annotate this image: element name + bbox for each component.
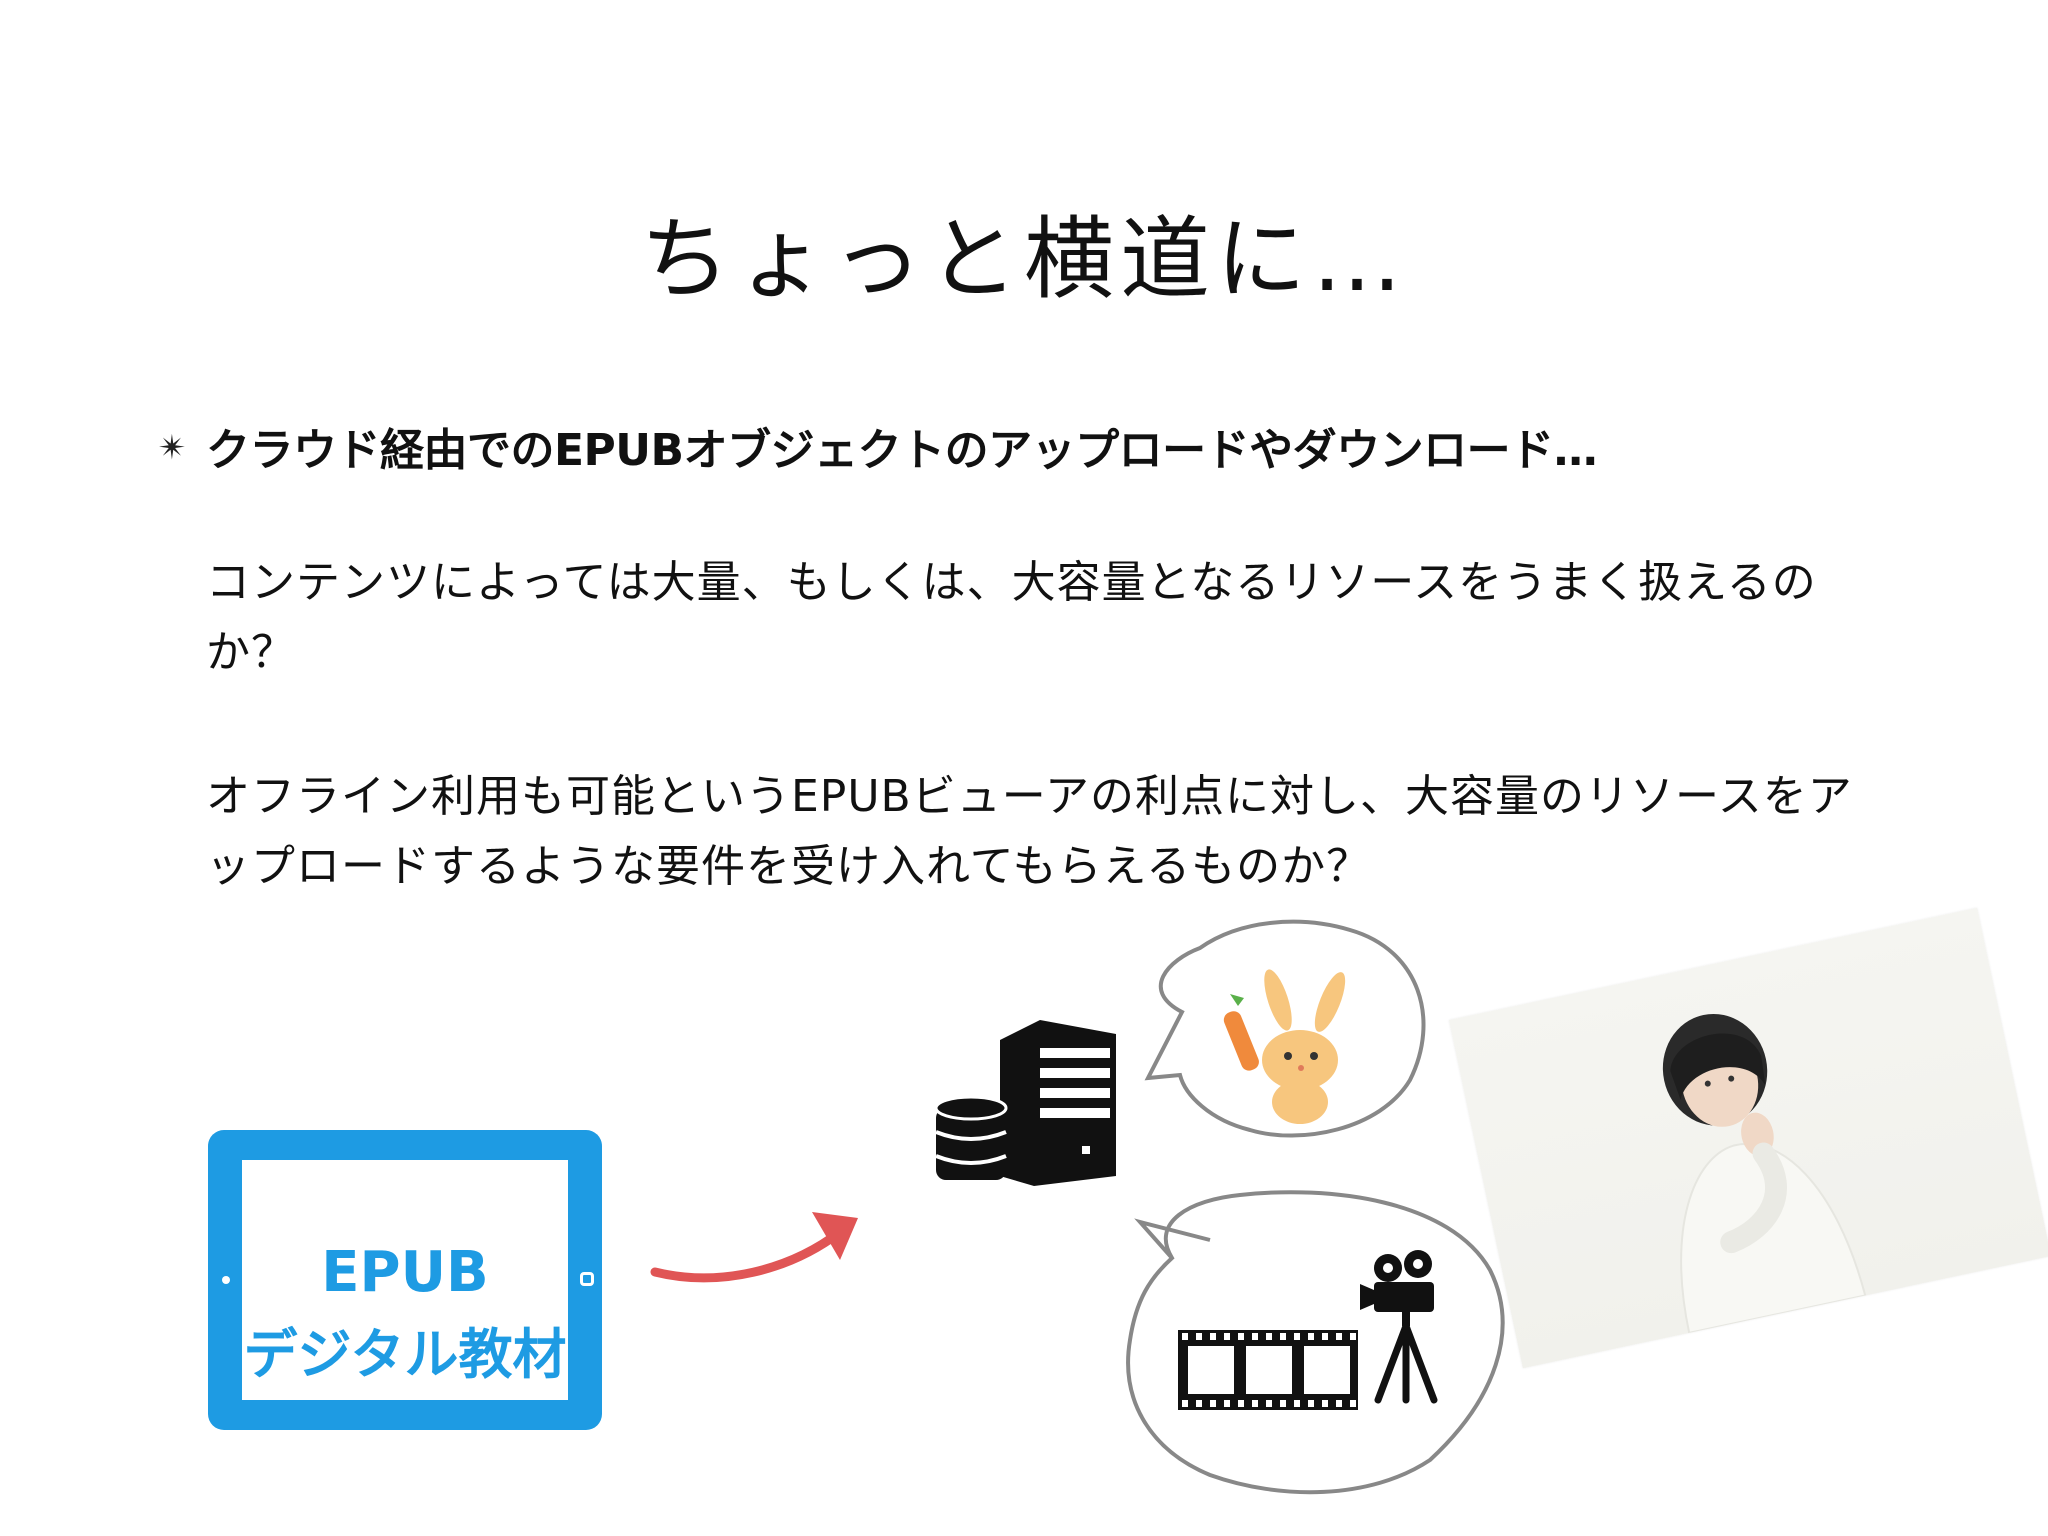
tablet-home-button-icon — [580, 1272, 594, 1286]
movie-camera-icon — [1360, 1250, 1438, 1404]
bullet-star-icon: ✴︎ — [158, 428, 187, 468]
tablet-label-epub: EPUB — [321, 1240, 489, 1305]
thinking-woman-photo — [1448, 907, 2048, 1369]
tablet-label-digital-material: デジタル教材 — [243, 1323, 567, 1386]
slide-title: ちょっと横道に… — [640, 207, 1408, 312]
paragraph-offline-question: オフライン利用も可能というEPUBビューアの利点に対し、大容量のリソースをアップ… — [206, 771, 1853, 892]
database-icon — [934, 1095, 1008, 1180]
mascot-rabbit-icon — [1223, 969, 1346, 1124]
tablet-screen: EPUB デジタル教材 — [242, 1160, 568, 1400]
upload-arrow-icon — [650, 1212, 858, 1283]
film-strip-icon — [1178, 1330, 1358, 1410]
server-icon — [1000, 1020, 1116, 1186]
tablet-camera-dot — [222, 1276, 230, 1284]
tablet-icon: EPUB デジタル教材 — [208, 1130, 602, 1430]
paragraph-capacity-question: コンテンツによっては大量、もしくは、大容量となるリソースをうまく扱えるのか？ — [206, 557, 1817, 678]
bullet-heading: クラウド経由でのEPUBオブジェクトのアップロードやダウンロード… — [206, 425, 1598, 476]
thinking-woman-figure — [1662, 1013, 1867, 1335]
tablet-label: EPUB デジタル教材 — [242, 1232, 568, 1396]
